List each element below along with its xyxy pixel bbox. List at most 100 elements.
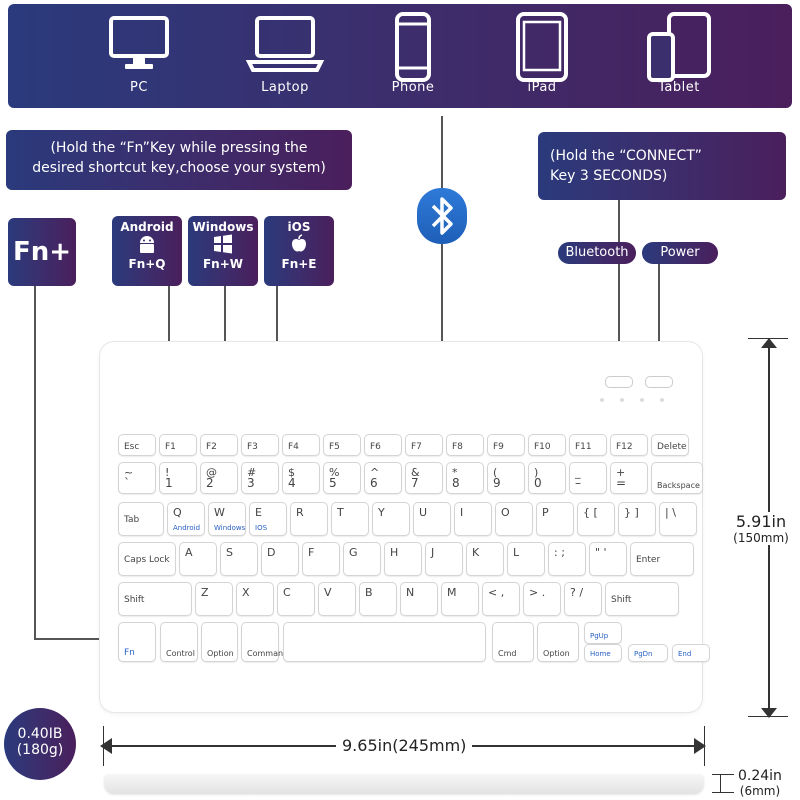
function-key[interactable]: F7 [405,434,443,456]
letter-key[interactable]: " ' [589,542,627,576]
number-key[interactable]: Backspace [651,462,703,494]
key-label: W [214,506,225,519]
letter-key[interactable]: U [413,502,451,536]
modifier-key[interactable]: Fn [118,622,156,662]
arrow-right-icon [694,738,706,754]
number-key[interactable]: *8 [446,462,484,494]
height-tick-bottom [748,716,788,717]
letter-key[interactable]: M [441,582,479,616]
letter-key[interactable]: J [425,542,463,576]
letter-key[interactable]: X [236,582,274,616]
function-key[interactable]: F6 [364,434,402,456]
letter-key[interactable]: P [536,502,574,536]
letter-key[interactable]: C [277,582,315,616]
modifier-key[interactable]: Option [537,622,579,662]
letter-key[interactable]: D [261,542,299,576]
number-key[interactable]: &7 [405,462,443,494]
letter-key[interactable]: L [507,542,545,576]
letter-key[interactable]: Enter [630,542,694,576]
letter-key[interactable]: > . [523,582,561,616]
letter-key[interactable]: R [290,502,328,536]
function-key[interactable]: Esc [118,434,156,456]
connect-switch[interactable] [605,376,633,388]
key-label: X [242,586,250,599]
function-key[interactable]: Delete [651,434,689,456]
fn-badge: Fn+ [8,218,76,286]
letter-key[interactable]: G [343,542,381,576]
letter-key[interactable]: Z [195,582,233,616]
letter-key[interactable]: ? / [564,582,602,616]
letter-key[interactable]: I [454,502,492,536]
letter-key[interactable]: H [384,542,422,576]
number-key[interactable]: ^6 [364,462,402,494]
number-key[interactable]: @2 [200,462,238,494]
number-key[interactable]: #3 [241,462,279,494]
modifier-key[interactable]: PgDn [628,644,668,662]
number-key[interactable]: )0 [528,462,566,494]
modifier-key[interactable]: Home [584,644,622,662]
letter-key[interactable]: Shift [118,582,192,616]
function-key[interactable]: F2 [200,434,238,456]
letter-key[interactable]: < , [482,582,520,616]
letter-key[interactable]: Caps Lock [118,542,176,576]
keyboard-side-profile [104,774,704,794]
key-sublabel: Backspace [657,481,700,490]
windows-shortcut: Windows Fn+W [188,216,258,286]
key-sublabel: 6 [370,476,378,490]
letter-key[interactable]: N [400,582,438,616]
letter-key[interactable]: } ] [618,502,656,536]
letter-key[interactable]: V [318,582,356,616]
modifier-key[interactable]: Cmd [492,622,534,662]
function-key[interactable]: F12 [610,434,648,456]
function-key[interactable]: F1 [159,434,197,456]
number-key[interactable]: _– [569,462,607,494]
modifier-key[interactable]: Option [201,622,238,662]
apple-icon [292,234,306,252]
number-key[interactable]: !1 [159,462,197,494]
letter-key[interactable]: : ; [548,542,586,576]
key-label: Y [378,506,385,519]
function-key[interactable]: F9 [487,434,525,456]
key-sublabel: 1 [165,476,173,490]
key-label: I [460,506,464,519]
letter-key[interactable]: O [495,502,533,536]
function-key[interactable]: F11 [569,434,607,456]
key-label: Esc [124,442,140,452]
number-key[interactable]: $4 [282,462,320,494]
letter-key[interactable]: T [331,502,369,536]
letter-key[interactable]: { [ [577,502,615,536]
phone-tablet-icon [647,12,711,82]
number-key[interactable]: ~` [118,462,156,494]
letter-key[interactable]: F [302,542,340,576]
number-key[interactable]: %5 [323,462,361,494]
function-key[interactable]: F4 [282,434,320,456]
letter-key[interactable]: A [179,542,217,576]
modifier-key[interactable]: End [672,644,710,662]
letter-key[interactable]: Shift [605,582,679,616]
letter-key[interactable]: Tab [118,502,164,536]
key-label: } ] [624,506,639,519]
function-key[interactable]: F10 [528,434,566,456]
power-switch[interactable] [645,376,673,388]
modifier-key[interactable]: PgUp [584,622,622,644]
number-key[interactable]: += [610,462,648,494]
number-key[interactable]: (9 [487,462,525,494]
letter-key[interactable]: B [359,582,397,616]
function-key[interactable]: F3 [241,434,279,456]
function-key[interactable]: F8 [446,434,484,456]
letter-key[interactable]: S [220,542,258,576]
tablet-icon [516,12,568,82]
function-key[interactable]: F5 [323,434,361,456]
letter-key[interactable]: K [466,542,504,576]
letter-key[interactable]: | \ [659,502,697,536]
modifier-key[interactable]: Command [241,622,288,662]
key-sublabel: 8 [452,476,460,490]
letter-key[interactable]: Y [372,502,410,536]
space-bar[interactable] [283,622,486,662]
modifier-key[interactable]: Control [160,622,198,662]
key-label: Delete [657,442,687,452]
key-sublabel: 9 [493,476,501,490]
